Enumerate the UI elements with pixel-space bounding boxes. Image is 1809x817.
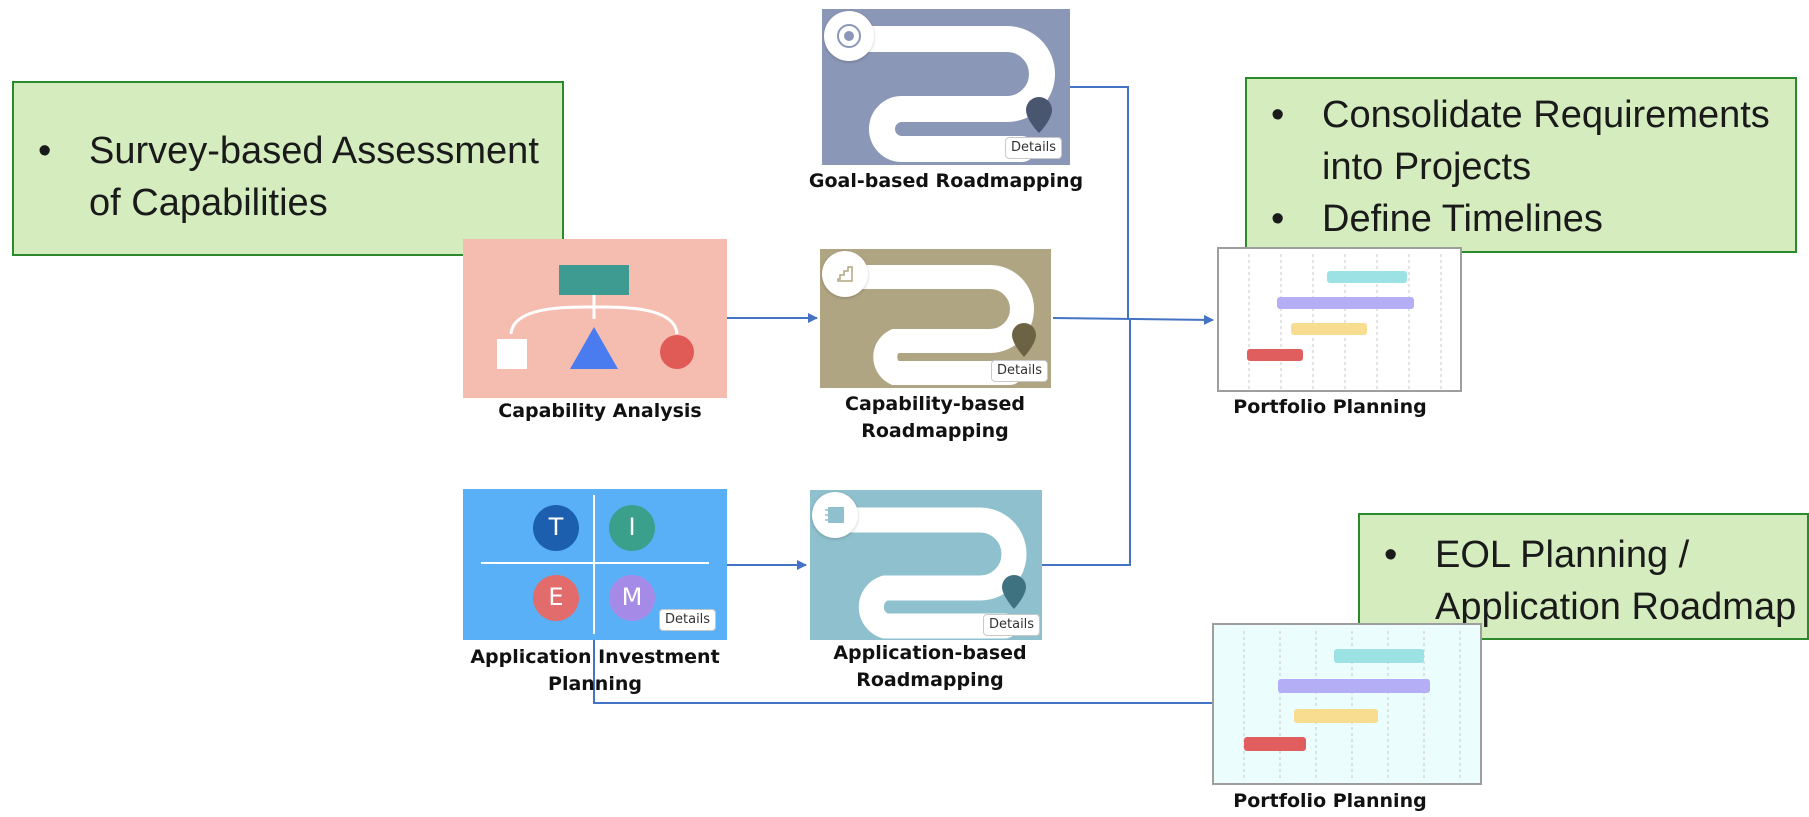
app-roadmapping-tile[interactable]: Details <box>810 490 1042 640</box>
callout-consolidate-requirements: Consolidate Requirements into Projects De… <box>1245 77 1797 253</box>
hierarchy-diagram-graphic <box>497 265 694 369</box>
connector-goal-to-merge <box>1070 86 1129 320</box>
callout-eol-bullet: EOL Planning / Application Roadmap <box>1360 529 1807 633</box>
app-roadmapping-line-2: Roadmapping <box>856 669 1004 691</box>
gantt-bar-teal <box>1327 271 1407 283</box>
gantt-bar-purple <box>1277 297 1414 309</box>
capability-analysis-text: Capability Analysis <box>498 400 702 422</box>
goal-roadmapping-text: Goal-based Roadmapping <box>808 170 1084 192</box>
connector-app-invest-to-portfolio-bottom <box>593 615 1213 704</box>
notebook-icon <box>812 492 858 538</box>
quadrant-t-circle <box>533 505 579 551</box>
callout-survey-line-2: of Capabilities <box>89 182 328 224</box>
square-node-shape <box>497 339 527 369</box>
quadrant-e-circle <box>533 575 579 621</box>
triangle-node-shape <box>570 327 618 369</box>
callout-timelines-text: Define Timelines <box>1322 198 1603 240</box>
capability-roadmapping-tile[interactable]: Details <box>820 249 1051 388</box>
portfolio-planning-bottom-label: Portfolio Planning <box>1190 788 1470 815</box>
callout-consolidate-line-2: into Projects <box>1322 146 1532 188</box>
quadrant-m-circle <box>609 575 655 621</box>
goal-roadmapping-tile[interactable]: Details <box>822 9 1070 165</box>
location-pin-icon <box>1002 575 1026 609</box>
bar-steps-icon <box>822 251 868 297</box>
capability-roadmapping-line-1: Capability-based <box>845 393 1025 415</box>
portfolio-planning-top-text: Portfolio Planning <box>1233 396 1427 418</box>
location-pin-icon <box>1026 97 1052 133</box>
gantt-bar-purple <box>1278 679 1430 693</box>
callout-survey-assessment: Survey-based Assessment of Capabilities <box>12 81 564 256</box>
callout-eol-line-1: EOL Planning / <box>1435 534 1690 576</box>
callout-timelines-bullet: Define Timelines <box>1247 193 1795 245</box>
gantt-bar-teal <box>1334 649 1424 663</box>
gantt-bar-yellow <box>1291 323 1367 335</box>
callout-eol-planning: EOL Planning / Application Roadmap <box>1358 513 1809 640</box>
capability-roadmapping-label: Capability-based Roadmapping <box>790 391 1080 445</box>
app-investment-line-2: Planning <box>548 673 642 695</box>
app-investment-tile[interactable]: T I E M Details <box>463 489 727 640</box>
target-icon <box>824 11 874 61</box>
gantt-graphic <box>1243 631 1461 781</box>
callout-survey-bullet: Survey-based Assessment of Capabilities <box>14 125 562 229</box>
gantt-graphic <box>1247 254 1442 389</box>
quadrant-e-letter: E <box>548 583 564 611</box>
quadrant-i-circle <box>609 505 655 551</box>
tim-quadrant-graphic <box>481 495 709 634</box>
connector-merge-to-portfolio <box>1052 314 1214 325</box>
capability-analysis-label: Capability Analysis <box>455 398 745 425</box>
portfolio-planning-bottom-tile[interactable] <box>1212 623 1482 785</box>
portfolio-planning-top-tile[interactable] <box>1217 247 1462 392</box>
app-investment-line-1: Application Investment <box>470 646 720 668</box>
portfolio-planning-top-label: Portfolio Planning <box>1190 394 1470 421</box>
winding-road-graphic <box>827 507 1027 639</box>
goal-roadmapping-label: Goal-based Roadmapping <box>796 168 1096 195</box>
callout-consolidate-line-1: Consolidate Requirements <box>1322 94 1770 136</box>
gantt-bar-yellow <box>1294 709 1378 723</box>
details-button[interactable]: Details <box>659 609 717 631</box>
gantt-bar-red <box>1244 737 1306 751</box>
app-roadmapping-label: Application-based Roadmapping <box>785 640 1075 694</box>
details-button[interactable]: Details <box>991 360 1049 382</box>
callout-survey-line-1: Survey-based Assessment <box>89 130 539 172</box>
app-roadmapping-line-1: Application-based <box>833 642 1027 664</box>
capability-analysis-tile[interactable] <box>463 239 727 398</box>
parent-node-shape <box>559 265 629 295</box>
callout-eol-line-2: Application Roadmap <box>1435 586 1797 628</box>
details-button[interactable]: Details <box>983 614 1041 636</box>
capability-roadmapping-line-2: Roadmapping <box>861 420 1009 442</box>
quadrant-i-letter: I <box>628 513 636 541</box>
portfolio-planning-bottom-text: Portfolio Planning <box>1233 790 1427 812</box>
connector-app-roadmap-to-merge <box>1042 320 1131 566</box>
app-investment-label: Application Investment Planning <box>445 644 745 698</box>
quadrant-m-letter: M <box>621 583 643 611</box>
callout-consolidate-bullet: Consolidate Requirements into Projects <box>1247 89 1795 193</box>
gantt-bar-red <box>1247 349 1303 361</box>
winding-road-graphic <box>838 265 1034 385</box>
location-pin-icon <box>1012 323 1036 357</box>
circle-node-shape <box>660 335 694 369</box>
quadrant-t-letter: T <box>548 513 564 541</box>
winding-road-graphic <box>839 26 1055 162</box>
details-button[interactable]: Details <box>1005 137 1063 159</box>
